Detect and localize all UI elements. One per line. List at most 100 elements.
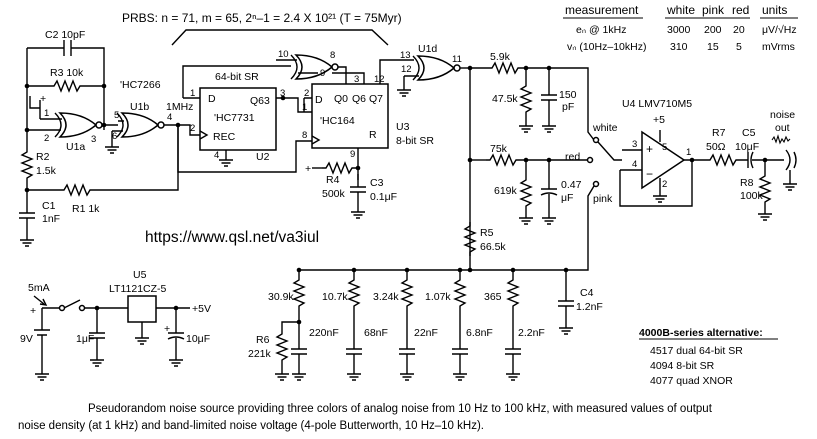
c5-value: 10μF xyxy=(735,141,759,153)
alternative-parts: 4000B-series alternative: 4517 dual 64-b… xyxy=(639,327,778,387)
switch-red-label: red xyxy=(565,151,580,163)
r3-label: R3 10k xyxy=(50,67,84,79)
xor-pin9: 9 xyxy=(320,68,325,79)
table-row2-red: 5 xyxy=(736,41,742,53)
ladder-c1: 220nF xyxy=(309,327,339,339)
cout-label: 10μF xyxy=(186,333,210,345)
u2-label: U2 xyxy=(256,151,270,163)
caption-line-2: noise density (at 1 kHz) and band-limite… xyxy=(18,420,484,432)
u1d-pin13: 13 xyxy=(400,50,411,61)
r7-label: R7 xyxy=(712,127,726,139)
u1d-label: U1d xyxy=(418,43,437,55)
c4-capacitor: C4 1.2nF xyxy=(557,267,603,335)
u5-regulator xyxy=(127,295,157,323)
r59k-label: 5.9k xyxy=(490,51,511,63)
u2-pin4: 4 xyxy=(214,150,219,161)
battery-plus: + xyxy=(30,305,36,317)
u4-pin2: 2 xyxy=(662,179,667,190)
r2-value: 1.5k xyxy=(36,165,57,177)
u1b-pin6: 6 xyxy=(112,131,117,142)
r475k-label: 47.5k xyxy=(492,93,518,105)
u4-pin5: 5 xyxy=(662,142,667,153)
prbs-bracket xyxy=(171,29,389,46)
u4-supply: +5 xyxy=(653,114,665,126)
u1b-pin5: 5 xyxy=(114,110,119,121)
u4-pin1: 1 xyxy=(686,147,691,158)
r75k-label: 75k xyxy=(490,143,508,155)
power-switch[interactable] xyxy=(63,299,81,309)
sr64-title: 64-bit SR xyxy=(215,71,259,83)
u3-pin-q6: Q6 xyxy=(352,93,366,105)
r8-label: R8 xyxy=(740,177,754,189)
r6-value: 221k xyxy=(248,348,272,360)
table-header-white: white xyxy=(666,3,695,17)
u4-pin3: 3 xyxy=(632,139,637,150)
u1a-plus: + xyxy=(40,93,46,105)
u3-pin8: 8 xyxy=(302,130,307,141)
u1b-xnor-gate xyxy=(120,112,160,138)
r7-value: 50Ω xyxy=(706,141,726,153)
r5-label: R5 xyxy=(480,227,494,239)
c4-value: 1.2nF xyxy=(576,301,603,313)
current-label: 5mA xyxy=(28,282,50,294)
filter-network: 5.9k 47.5k 150 pF 75k 619k 0.47 μF xyxy=(299,51,600,273)
ladder-c3: 22nF xyxy=(414,327,438,339)
pink-rc-ladder: 30.9k 220nF R6 221k 10.7k 68nF 3.24k 22n… xyxy=(248,267,545,381)
alternative-item-2: 4094 8-bit SR xyxy=(650,360,715,372)
c3-label: C3 xyxy=(370,177,384,189)
c1-label: C1 xyxy=(42,200,56,212)
c1-value: 1nF xyxy=(42,213,60,225)
u1c-xnor: 10 9 8 xyxy=(276,49,365,84)
r4-plus: + xyxy=(305,163,311,175)
u4-opamp: + − U4 LMV710M5 +5 3 4 5 2 1 xyxy=(619,98,706,207)
u1a-pin2: 2 xyxy=(44,133,49,144)
u1d-xnor-gate: 13 12 11 U1d xyxy=(396,43,470,97)
u2-part: 'HC7731 xyxy=(214,112,255,124)
table-row2-white: 310 xyxy=(670,41,688,53)
r8-value: 100k xyxy=(740,190,764,202)
u3-pin12: 12 xyxy=(374,74,385,85)
table-row2-units: mVrms xyxy=(762,41,795,53)
ladder-r1: 30.9k xyxy=(268,291,294,303)
ladder-r2: 10.7k xyxy=(322,291,348,303)
u5-part: LT1121CZ-5 xyxy=(109,283,167,295)
ladder-r4: 1.07k xyxy=(425,291,451,303)
bnc-jack-icon[interactable] xyxy=(778,149,791,180)
table-row2-label: vₙ (10Hz–10kHz) xyxy=(567,41,646,53)
table-header-units: units xyxy=(762,3,787,17)
r4-label: R4 xyxy=(326,174,340,186)
r5-value: 66.5k xyxy=(480,241,506,253)
cout-plus: + xyxy=(164,323,170,335)
u1d-pin12: 12 xyxy=(401,64,412,75)
c4-label: C4 xyxy=(580,287,594,299)
u2-pin1: 1 xyxy=(190,88,195,99)
u4-pin4: 4 xyxy=(632,159,637,170)
switch-pink-label: pink xyxy=(593,193,613,205)
c047-label: 0.47 xyxy=(561,179,582,191)
c150-label: 150 xyxy=(559,89,577,101)
u3-pin3: 3 xyxy=(354,74,359,85)
u1a-pin3: 3 xyxy=(91,134,96,145)
table-row1-label: eₙ @ 1kHz xyxy=(576,24,626,36)
u1a-pin1: 1 xyxy=(44,108,49,119)
switch-white-label: white xyxy=(592,122,618,134)
table-row1-units: μV/√Hz xyxy=(762,24,797,36)
u3-sr8: 8-bit SR xyxy=(396,135,434,147)
table-header-red: red xyxy=(732,3,749,17)
xor-pin8: 8 xyxy=(330,50,335,61)
color-select-switch[interactable]: white red pink xyxy=(565,122,622,205)
u3-pin2: 2 xyxy=(304,88,309,99)
c150-unit: pF xyxy=(562,101,574,113)
source-url[interactable]: https://www.qsl.net/va3iul xyxy=(145,229,319,246)
table-header-pink: pink xyxy=(702,3,725,17)
table-row1-red: 20 xyxy=(733,24,745,36)
u3-part: 'HC164 xyxy=(320,115,355,127)
u1d-pin11: 11 xyxy=(452,54,462,65)
u1a-xor-gate xyxy=(58,112,98,138)
measurement-table: measurement white pink red units eₙ @ 1k… xyxy=(563,3,798,53)
u2-pin-q63: Q63 xyxy=(250,95,270,107)
u1b-pin4: 4 xyxy=(167,112,172,123)
hc7266-label: 'HC7266 xyxy=(120,79,161,91)
alternative-item-3: 4077 quad XNOR xyxy=(650,375,733,387)
